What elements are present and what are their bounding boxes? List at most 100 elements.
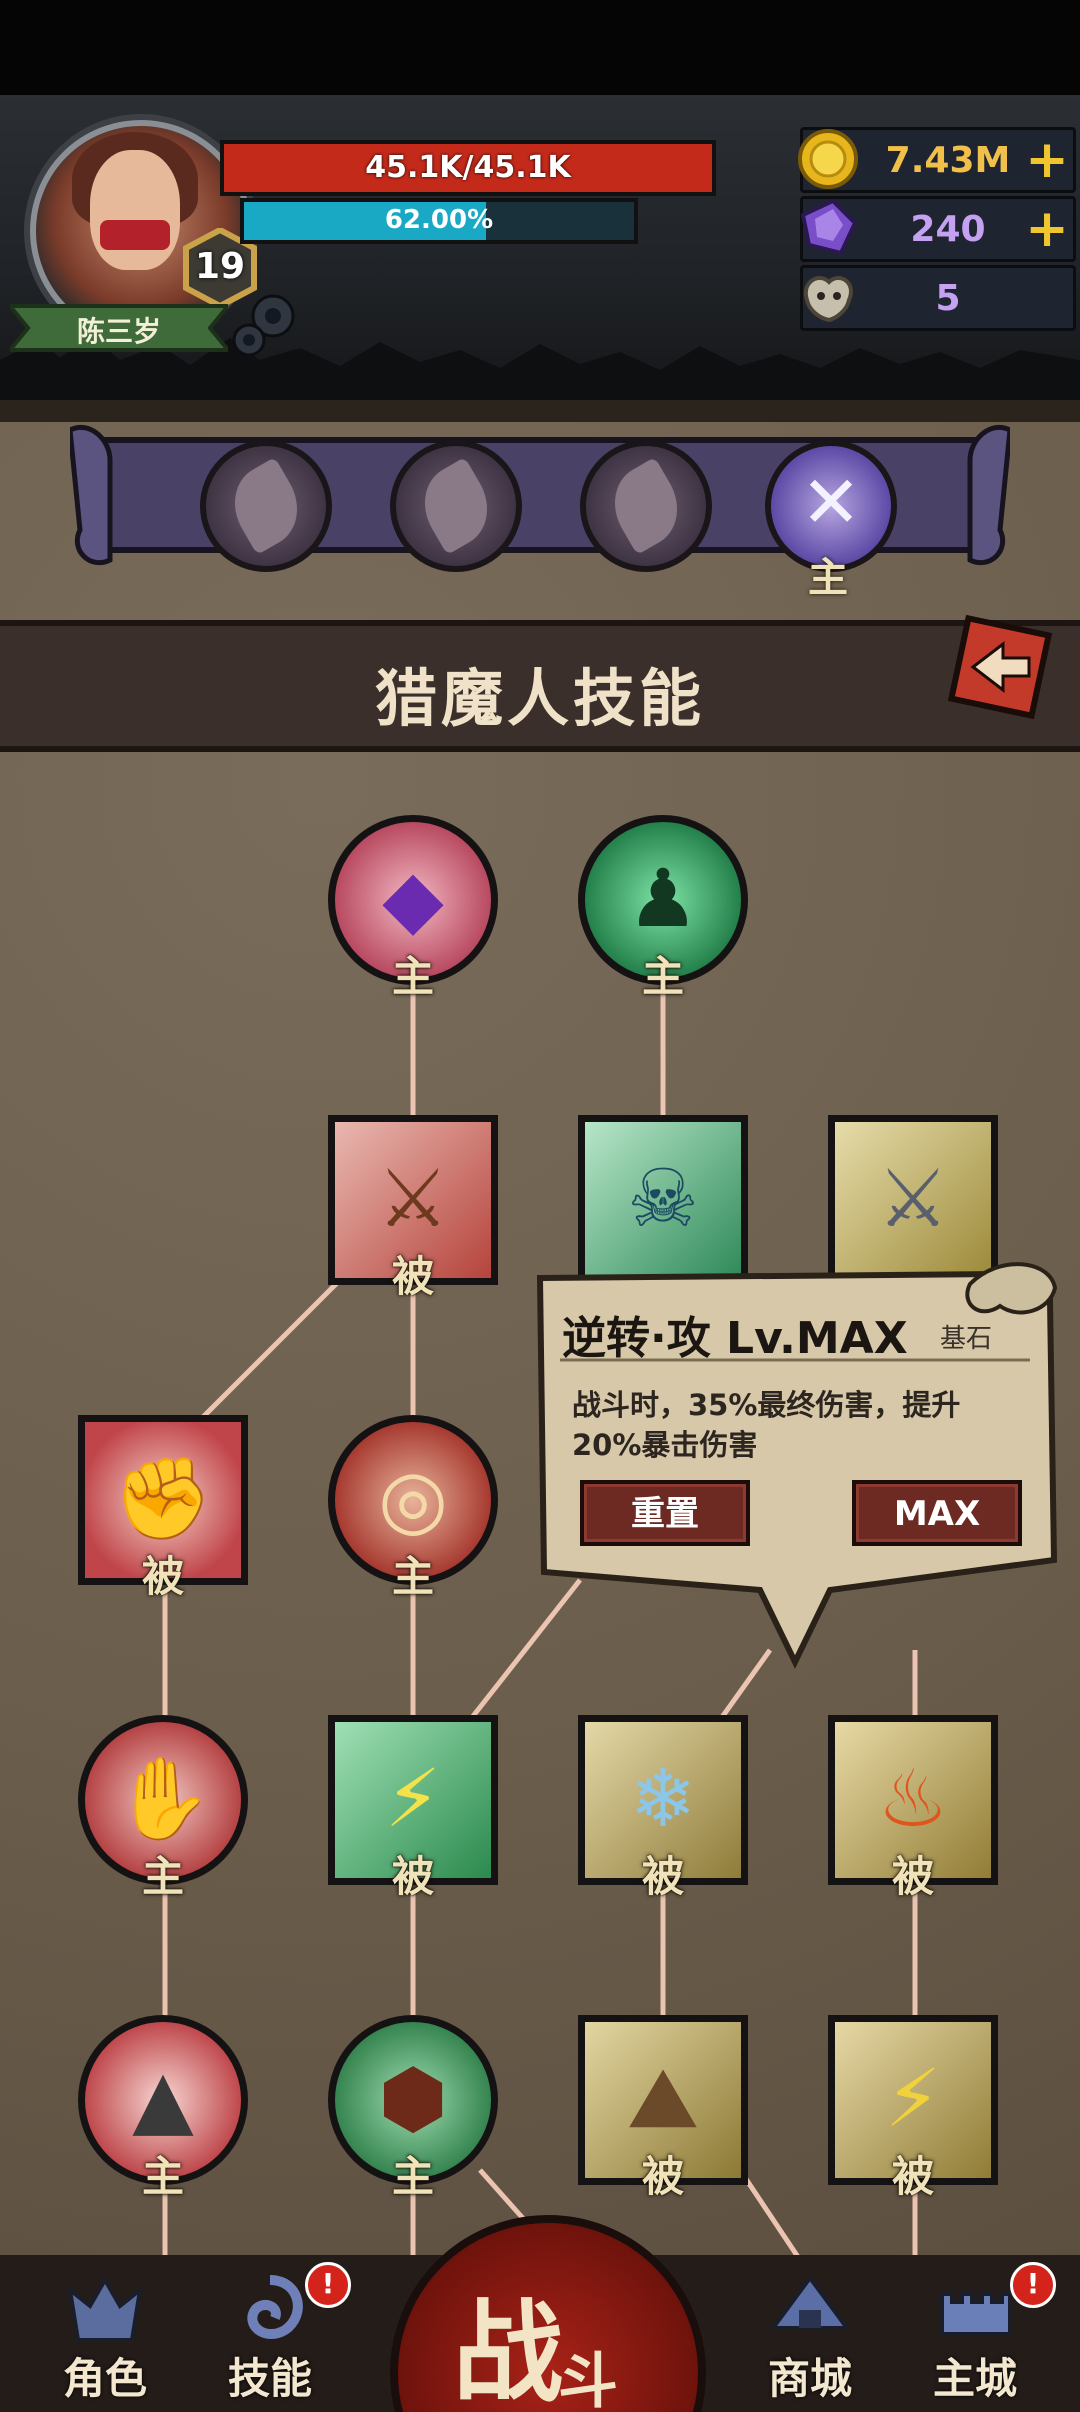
key-value: 5 <box>935 278 961 319</box>
fist-burst-icon: ✊ <box>78 1415 248 1585</box>
stone-shield-icon: ⬢ <box>328 2015 498 2185</box>
hp-fill <box>224 144 712 192</box>
swirl-icon <box>247 2275 303 2340</box>
battle-label-2: 斗 <box>558 2347 618 2412</box>
nav-character[interactable]: 角色 <box>40 2270 170 2412</box>
equipped-slot-1[interactable] <box>200 440 332 572</box>
reset-button[interactable]: 重置 <box>580 1480 750 1546</box>
skill-node-5[interactable]: ⚔ <box>828 1115 998 1285</box>
skill-node-3[interactable]: ⚔ 被 <box>328 1115 498 1301</box>
city-alert-badge: ! <box>1010 2262 1056 2308</box>
panel-title: 猎魔人技能 <box>374 662 705 735</box>
nav-shop-label: 商城 <box>767 2354 852 2403</box>
skill-node-10-tag: 被 <box>641 1852 684 1901</box>
tent-icon <box>769 2274 851 2330</box>
grass-silhouette <box>0 335 1080 420</box>
nav-shop[interactable]: 商城 <box>745 2270 875 2412</box>
skill-node-7-tag: 主 <box>391 1552 434 1601</box>
skills-alert-badge: ! <box>305 2262 351 2308</box>
ram-skull-icon <box>803 276 853 323</box>
equipped-slot-4-tag: 主 <box>808 555 848 601</box>
hp-text: 45.1K/45.1K <box>365 150 571 185</box>
skill-node-15[interactable]: ⚡ 被 <box>828 2015 998 2201</box>
sword-strike-icon: ⚔ <box>328 1115 498 1285</box>
grab-hand-icon: ✋ <box>78 1715 248 1885</box>
panel-top-edge <box>0 400 1080 422</box>
player-name: 陈三岁 <box>76 315 161 348</box>
skill-node-11[interactable]: ♨ 被 <box>828 1715 998 1901</box>
skill-node-14[interactable]: ⛰ 被 <box>578 2015 748 2201</box>
skill-node-14-tag: 被 <box>641 2152 684 2201</box>
ice-arrows-icon: ❄ <box>578 1715 748 1885</box>
level-number: 19 <box>194 246 246 287</box>
skill-node-1[interactable]: ◆ 主 <box>328 815 498 1001</box>
blade-arrows-icon: ⚔ <box>828 1115 998 1285</box>
back-button[interactable] <box>945 612 1055 722</box>
avatar-mask <box>100 220 170 250</box>
gold-counter: 7.43M + <box>798 127 1076 193</box>
nav-skills[interactable]: ! 技能 <box>205 2262 351 2412</box>
rubble-burst-icon: ▲ <box>78 2015 248 2185</box>
castle-icon <box>940 2292 1012 2336</box>
helmet-icon <box>67 2275 143 2342</box>
gold-add-button[interactable]: + <box>1025 130 1069 190</box>
skill-node-2[interactable]: ♟ 主 <box>578 815 748 1001</box>
skill-node-12[interactable]: ▲ 主 <box>78 2015 248 2201</box>
max-button[interactable]: MAX <box>852 1480 1022 1546</box>
purple-gem-icon <box>800 198 858 256</box>
crystal-hand-icon: ◆ <box>328 815 498 985</box>
panel-title-band: 猎魔人技能 <box>0 620 1080 752</box>
skill-node-9-tag: 被 <box>391 1852 434 1901</box>
skill-node-3-tag: 被 <box>391 1252 434 1301</box>
xp-text: 62.00% <box>384 205 494 235</box>
skill-node-12-tag: 主 <box>141 2152 184 2201</box>
heal-figure-icon: ♟ <box>578 815 748 985</box>
xp-bar: 62.00% <box>240 198 638 244</box>
name-ribbon: 陈三岁 <box>10 300 228 356</box>
skill-node-13-tag: 主 <box>391 2152 434 2201</box>
gem-counter: 240 + <box>800 196 1076 262</box>
skill-node-10[interactable]: ❄ 被 <box>578 1715 748 1901</box>
nav-character-label: 角色 <box>62 2354 147 2403</box>
fire-arrows-icon: ♨ <box>828 1715 998 1885</box>
key-counter: 5 <box>800 265 1076 331</box>
battle-label-1: 战 <box>453 2289 563 2412</box>
tooltip-subtitle: 基石 <box>940 1324 993 1354</box>
skill-node-1-tag: 主 <box>391 952 434 1001</box>
gold-coin-icon <box>798 129 858 189</box>
target-crosshair-icon: ◎ <box>328 1415 498 1585</box>
equipped-slot-2[interactable] <box>390 440 522 572</box>
level-badge: 19 <box>180 228 260 308</box>
hp-bar: 45.1K/45.1K <box>220 140 716 196</box>
gem-add-button[interactable]: + <box>1025 199 1069 259</box>
skill-node-9[interactable]: ⚡ 被 <box>328 1715 498 1901</box>
thunder-arrows-icon: ⚡ <box>828 2015 998 2185</box>
lightning-fist-icon: ⚡ <box>328 1715 498 1885</box>
gold-value: 7.43M <box>885 140 1011 181</box>
ghost-sword-icon: ☠ <box>578 1115 748 1285</box>
skill-node-15-tag: 被 <box>891 2152 934 2201</box>
nav-skills-label: 技能 <box>227 2354 312 2403</box>
status-bar <box>0 0 1080 95</box>
settings-gear-icon[interactable] <box>225 288 305 368</box>
skill-node-6[interactable]: ✊ 被 <box>78 1415 248 1601</box>
skill-node-6-tag: 被 <box>141 1552 184 1601</box>
skill-node-11-tag: 被 <box>891 1852 934 1901</box>
skill-node-8-tag: 主 <box>141 1852 184 1901</box>
avatar-face <box>90 150 180 270</box>
skill-node-8[interactable]: ✋ 主 <box>78 1715 248 1901</box>
equipped-slot-3[interactable] <box>580 440 712 572</box>
equipped-slot-4[interactable]: ✕ <box>765 440 897 572</box>
crossed-blades-icon: ✕ <box>800 460 862 544</box>
skill-node-7[interactable]: ◎ 主 <box>328 1415 498 1601</box>
earth-arrows-icon: ⛰ <box>578 2015 748 2185</box>
gem-value: 240 <box>910 209 986 250</box>
skill-node-13[interactable]: ⬢ 主 <box>328 2015 498 2201</box>
nav-city[interactable]: ! 主城 <box>910 2262 1056 2412</box>
nav-city-label: 主城 <box>932 2354 1017 2403</box>
tooltip-description: 战斗时，35%最终伤害，提升20%暴击伤害 <box>572 1388 961 1462</box>
skill-node-2-tag: 主 <box>641 952 684 1001</box>
tooltip-title: 逆转·攻 Lv.MAX <box>562 1313 908 1364</box>
skill-node-4[interactable]: ☠ <box>578 1115 748 1285</box>
